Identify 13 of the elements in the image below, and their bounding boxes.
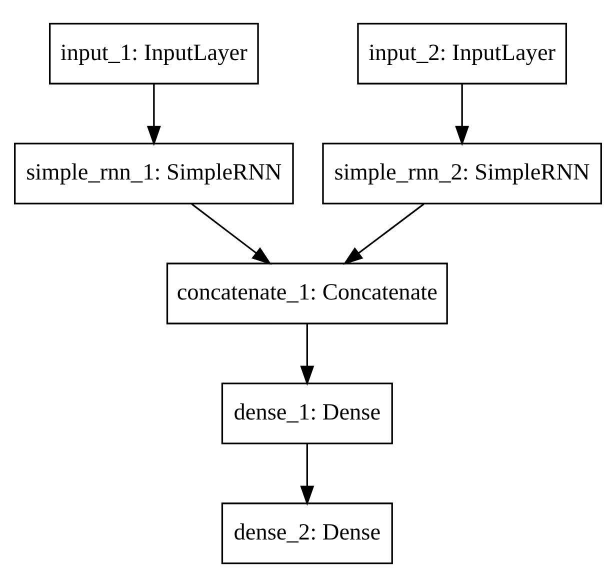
arrow bbox=[343, 203, 424, 265]
node-box: dense_1: Dense bbox=[221, 382, 393, 444]
node-box: simple_rnn_2: SimpleRNN bbox=[322, 142, 602, 204]
node-box: input_1: InputLayer bbox=[48, 22, 259, 84]
node-box: input_2: InputLayer bbox=[357, 22, 568, 84]
arrow bbox=[191, 203, 272, 265]
node-box: simple_rnn_1: SimpleRNN bbox=[14, 142, 294, 204]
node-box: dense_2: Dense bbox=[221, 502, 393, 564]
arrow bbox=[300, 444, 314, 506]
node-box: concatenate_1: Concatenate bbox=[166, 262, 448, 324]
arrow bbox=[146, 84, 161, 146]
arrow bbox=[455, 84, 470, 146]
arrow bbox=[300, 324, 314, 386]
